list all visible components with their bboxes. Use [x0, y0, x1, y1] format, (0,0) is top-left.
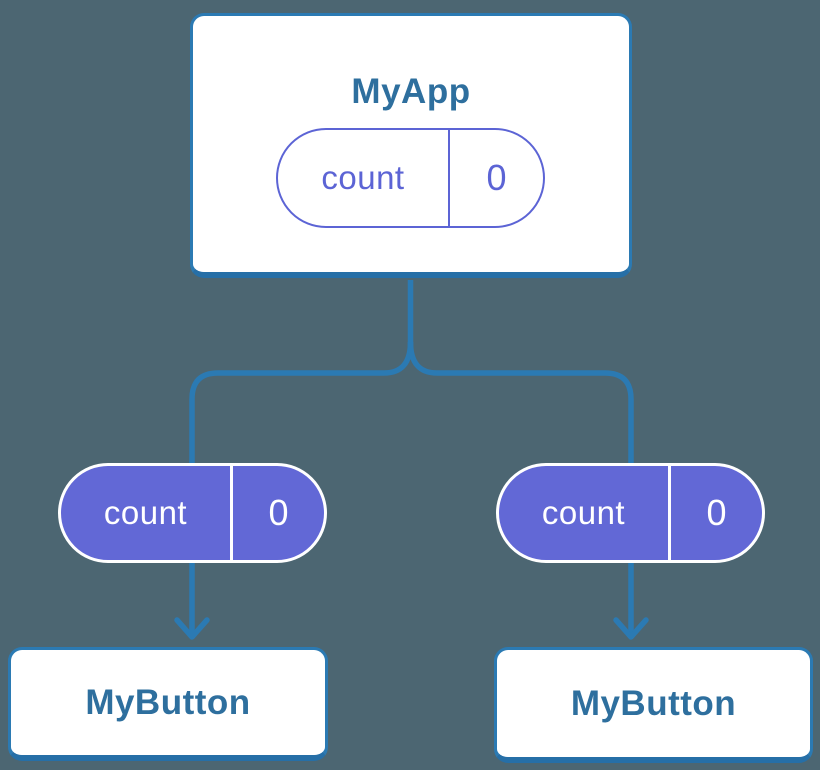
node-myapp-title: MyApp: [351, 72, 471, 111]
node-mybutton-left: MyButton: [8, 647, 328, 761]
state-pill-left: count 0: [58, 463, 327, 563]
state-pill-right: count 0: [496, 463, 765, 563]
state-pill-right-value: 0: [706, 492, 727, 533]
state-pill-right-name: count: [499, 466, 671, 560]
left-arrowhead-icon: [174, 617, 210, 640]
node-mybutton-right-title: MyButton: [570, 683, 737, 723]
left-branch-line: [189, 341, 414, 633]
node-mybutton-left-title: MyButton: [85, 682, 251, 722]
state-pill-root-name: count: [278, 130, 450, 226]
state-pill-root-value: 0: [486, 157, 507, 198]
state-pill-left-name: count: [61, 466, 233, 560]
node-myapp: MyApp count 0: [190, 13, 632, 278]
right-branch-line: [407, 341, 634, 633]
node-mybutton-right: MyButton: [494, 647, 813, 763]
state-pill-root: count 0: [276, 128, 545, 228]
right-arrowhead-icon: [613, 617, 649, 640]
state-pill-left-value: 0: [268, 492, 289, 533]
